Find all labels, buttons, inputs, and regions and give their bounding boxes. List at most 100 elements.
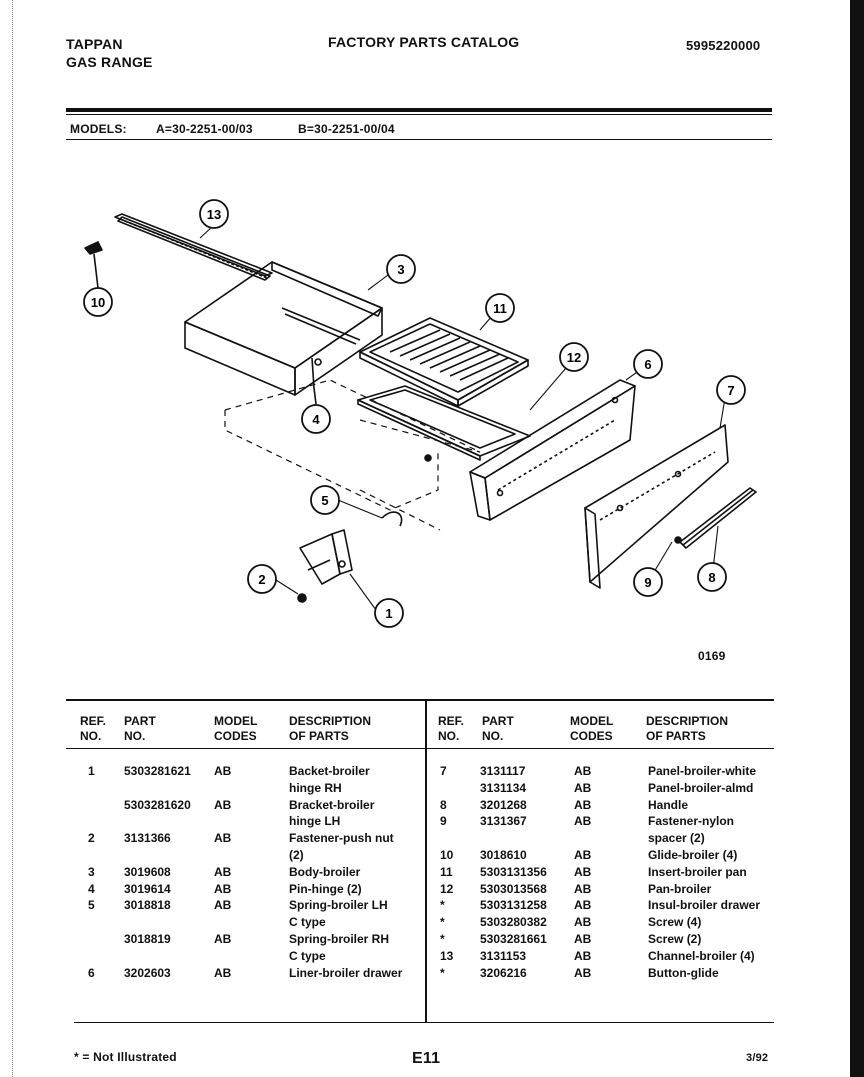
cell-ref: 12 <box>440 881 454 896</box>
cell-ref: 4 <box>88 881 95 896</box>
table-top-rule <box>66 699 774 701</box>
cell-desc: Body-broiler <box>289 864 361 879</box>
cell-codes: AB <box>214 881 232 896</box>
callout-5: 5 <box>310 485 340 515</box>
cell-codes: AB <box>574 797 592 812</box>
cell-desc: Fastener-nylon <box>648 814 735 829</box>
cell-codes <box>214 948 289 965</box>
table-column-divider <box>425 700 427 1023</box>
cell-part: 3201268 <box>480 797 527 812</box>
header-part-right: PART NO. <box>482 714 514 743</box>
models-rule <box>66 139 772 140</box>
callout-1: 1 <box>374 598 404 628</box>
assembly-guide-lines <box>224 379 481 531</box>
cell-part <box>124 813 214 830</box>
date-code: 3/92 <box>746 1052 769 1064</box>
cell-codes: AB <box>574 881 592 896</box>
nylon-spacer-part <box>674 536 682 544</box>
cell-desc: Insul-broiler drawer <box>648 898 761 913</box>
cell-desc: Bracket-broiler <box>289 797 375 812</box>
cell-ref: * <box>440 965 445 980</box>
callout-8: 8 <box>697 562 727 592</box>
table-row: C type <box>88 948 429 965</box>
table-bottom-rule <box>74 1022 774 1023</box>
table-row: hinge RH <box>88 780 429 797</box>
cell-codes <box>214 847 289 864</box>
cell-codes: AB <box>574 847 592 862</box>
figure-number: 0169 <box>698 649 726 663</box>
cell-desc: Button-glide <box>648 965 719 980</box>
cell-codes: AB <box>574 764 592 778</box>
cell-codes: AB <box>214 931 232 946</box>
header-rule-thin <box>66 114 772 115</box>
models-label: MODELS: <box>70 122 127 136</box>
cell-desc: Screw (4) <box>648 915 702 930</box>
cell-part: 3131366 <box>124 831 171 846</box>
cell-ref: 5 <box>88 898 95 913</box>
header-ref-right: REF. NO. <box>438 714 465 743</box>
callout-3: 3 <box>386 254 416 284</box>
svg-text:7: 7 <box>727 383 734 398</box>
callout-2: 2 <box>247 564 277 594</box>
callout-9: 9 <box>633 567 663 597</box>
spring-broiler-part <box>381 511 403 527</box>
brand-name: TAPPAN <box>66 36 123 52</box>
broiler-pan-part <box>357 385 531 462</box>
handle-part <box>679 487 757 549</box>
table-header-rule <box>66 748 774 749</box>
cell-part: 3018818 <box>124 898 171 913</box>
cell-part <box>124 914 214 931</box>
svg-text:1: 1 <box>385 606 392 621</box>
cell-ref: * <box>440 931 445 946</box>
cell-part: 5303281621 <box>124 764 191 778</box>
table-row: (2) <box>88 847 429 864</box>
cell-part: 3131134 <box>480 780 527 795</box>
cell-ref <box>440 830 480 847</box>
header-rule-thick <box>66 108 772 112</box>
header-model-right: MODEL CODES <box>570 714 614 743</box>
cell-desc: Pan-broiler <box>648 881 712 896</box>
cell-part: 3202603 <box>124 965 171 980</box>
cell-desc: Pin-hinge (2) <box>289 881 362 896</box>
cell-ref: 2 <box>88 831 95 846</box>
cell-desc: Screw (2) <box>648 931 702 946</box>
cell-desc: Insert-broiler pan <box>648 864 747 879</box>
page-code: E11 <box>412 1050 441 1067</box>
callout-12: 12 <box>559 342 589 372</box>
cell-ref: 13 <box>440 948 454 963</box>
cell-part <box>124 948 214 965</box>
cell-part: 3019614 <box>124 881 171 896</box>
cell-ref <box>88 948 124 965</box>
cell-ref <box>88 931 124 948</box>
cell-desc: Backet-broiler <box>289 764 370 778</box>
cell-part: 5303131356 <box>480 864 547 879</box>
callout-10: 10 <box>83 287 113 317</box>
cell-ref: 3 <box>88 864 95 879</box>
cell-ref: 8 <box>440 797 447 812</box>
cell-ref: 10 <box>440 847 454 862</box>
cell-codes <box>214 914 289 931</box>
cell-part <box>480 830 574 847</box>
header-ref-left: REF. NO. <box>80 714 107 743</box>
cell-codes: AB <box>214 797 232 812</box>
cell-part: 3019608 <box>124 864 171 879</box>
table-row: C type <box>88 914 429 931</box>
cell-desc: C type <box>289 915 326 930</box>
svg-text:13: 13 <box>207 207 221 222</box>
cell-part <box>124 780 214 797</box>
cell-codes <box>574 830 648 847</box>
cell-codes: AB <box>574 965 592 980</box>
cell-desc: Fastener-push nut <box>289 831 394 846</box>
cell-desc: hinge RH <box>289 780 342 795</box>
